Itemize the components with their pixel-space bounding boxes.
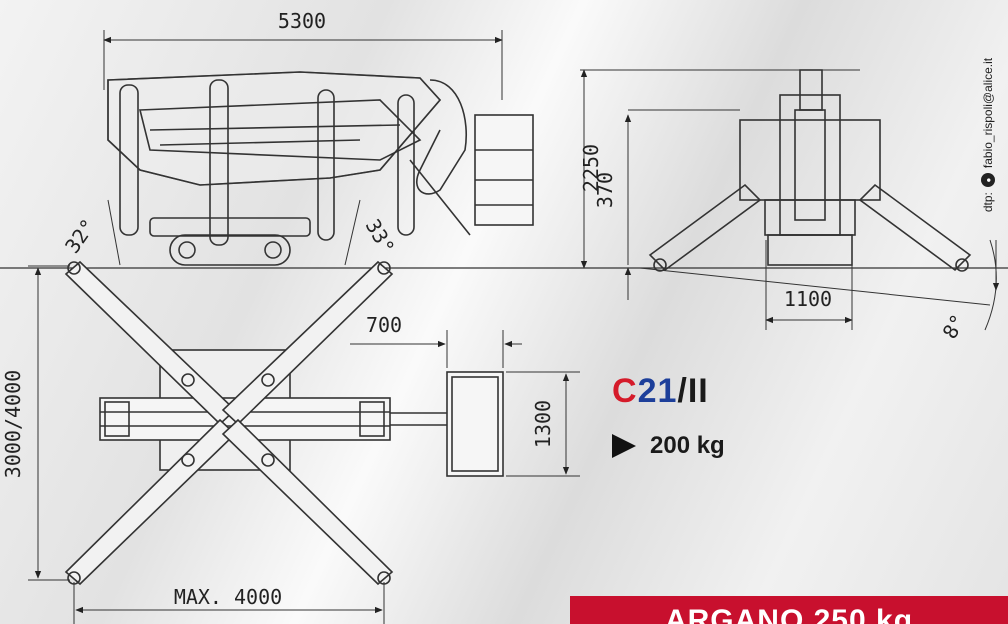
- credit: dtp: ● fabio_rispoli@alice.it: [978, 8, 1000, 268]
- dim-angle-front: 33°: [361, 215, 400, 258]
- model-part-ii: /II: [677, 372, 709, 410]
- winch-banner: ARGANO 250 kg: [570, 596, 1008, 624]
- credit-prefix: dtp:: [981, 192, 995, 213]
- load-capacity: 200 kg: [612, 432, 725, 460]
- dim-track-width: 1100: [784, 287, 832, 311]
- banner-text: ARGANO 250 kg: [664, 604, 914, 624]
- dim-basket-width: 700: [366, 313, 402, 337]
- front-view: [580, 69, 1000, 331]
- model-part-21: 21: [637, 372, 678, 410]
- top-view: [28, 260, 580, 624]
- dim-outrigger-span: 3000/4000: [1, 370, 25, 478]
- dim-lift-height: 370: [593, 172, 617, 208]
- model-name: C21/II: [612, 372, 709, 411]
- load-label: 200 kg: [650, 432, 725, 459]
- logo-icon: ●: [981, 173, 995, 188]
- dim-max-span: MAX. 4000: [174, 585, 282, 609]
- play-arrow-icon: [612, 434, 636, 458]
- model-part-c: C: [612, 372, 638, 410]
- dim-total-height: 2250: [579, 144, 603, 192]
- dim-overall-length: 5300: [278, 9, 326, 33]
- credit-text: fabio_rispoli@alice.it: [981, 57, 995, 169]
- dim-angle-rear: 32°: [60, 214, 100, 257]
- side-view: [103, 30, 534, 266]
- dim-basket-depth: 1300: [531, 400, 555, 448]
- credit-line: dtp: ● fabio_rispoli@alice.it: [981, 15, 995, 255]
- dim-tilt-angle: 8°: [938, 310, 971, 343]
